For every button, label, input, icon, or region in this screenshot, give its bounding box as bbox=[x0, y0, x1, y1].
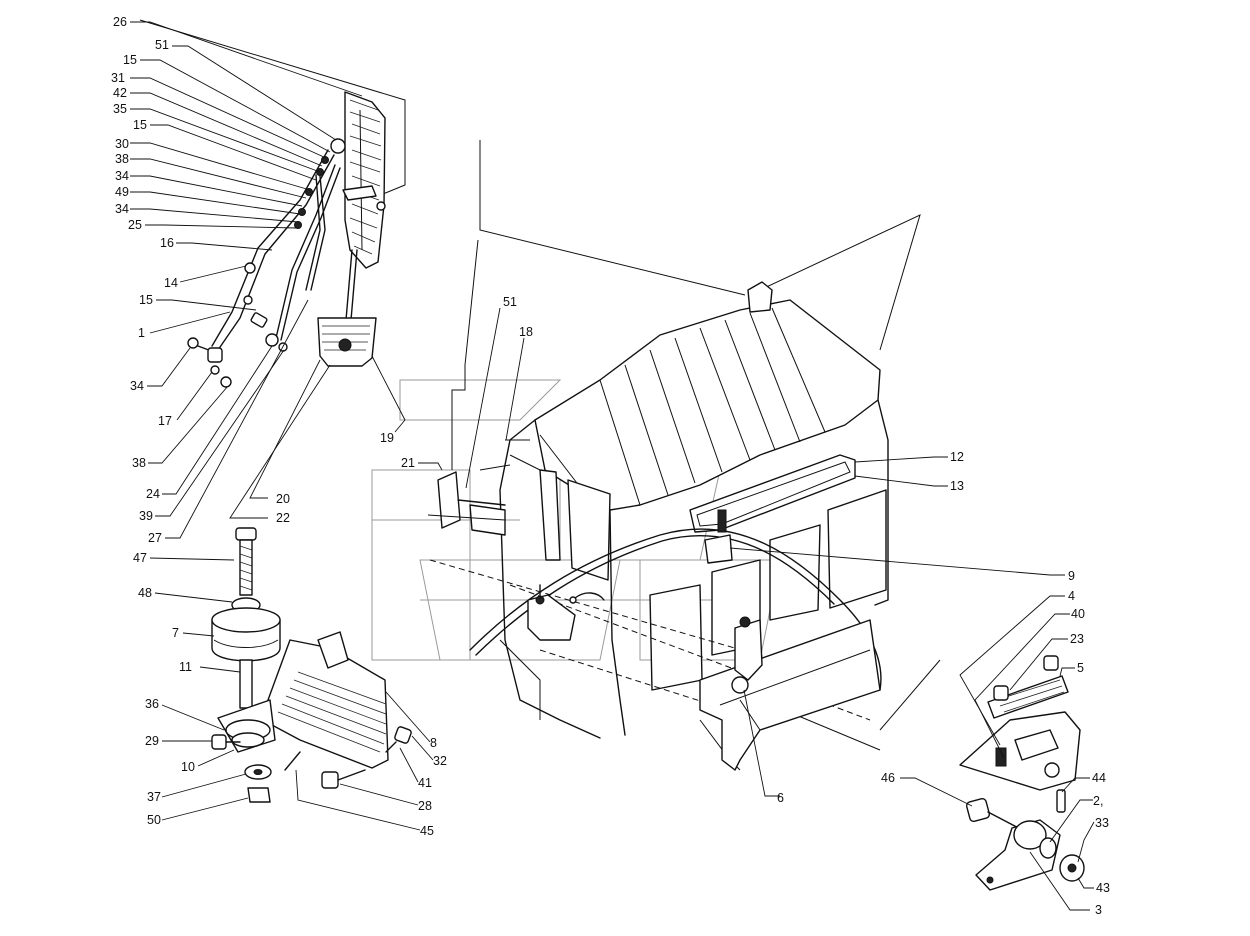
callout-2: 2, bbox=[1093, 794, 1103, 808]
callout-15: 15 bbox=[139, 293, 153, 307]
truck-cab bbox=[427, 281, 889, 771]
callout-42: 42 bbox=[113, 86, 127, 100]
callout-21: 21 bbox=[401, 456, 415, 470]
callout-6: 6 bbox=[777, 791, 784, 805]
mirror-assembly bbox=[187, 91, 386, 388]
callout-33: 33 bbox=[1095, 816, 1109, 830]
callout-12: 12 bbox=[950, 450, 964, 464]
rear-cab-support bbox=[959, 655, 1085, 891]
callout-9: 9 bbox=[1068, 569, 1075, 583]
callout-50: 50 bbox=[147, 813, 161, 827]
callout-15: 15 bbox=[123, 53, 137, 67]
callout-26: 26 bbox=[113, 15, 127, 29]
callout-37: 37 bbox=[147, 790, 161, 804]
callout-5: 5 bbox=[1077, 661, 1084, 675]
callout-22: 22 bbox=[276, 511, 290, 525]
callout-41: 41 bbox=[418, 776, 432, 790]
callout-27: 27 bbox=[148, 531, 162, 545]
callout-16: 16 bbox=[160, 236, 174, 250]
callout-34: 34 bbox=[115, 202, 129, 216]
callout-15: 15 bbox=[133, 118, 147, 132]
callout-17: 17 bbox=[158, 414, 172, 428]
callout-24: 24 bbox=[146, 487, 160, 501]
callout-45: 45 bbox=[420, 824, 434, 838]
callout-40: 40 bbox=[1071, 607, 1085, 621]
callout-38: 38 bbox=[132, 456, 146, 470]
callout-39: 39 bbox=[139, 509, 153, 523]
callout-28: 28 bbox=[418, 799, 432, 813]
callout-14: 14 bbox=[164, 276, 178, 290]
callout-31: 31 bbox=[111, 71, 125, 85]
callout-leaders bbox=[130, 21, 1095, 911]
callout-36: 36 bbox=[145, 697, 159, 711]
callout-35: 35 bbox=[113, 102, 127, 116]
callout-48: 48 bbox=[138, 586, 152, 600]
callout-8: 8 bbox=[430, 736, 437, 750]
callout-10: 10 bbox=[181, 760, 195, 774]
callout-34: 34 bbox=[115, 169, 129, 183]
callout-29: 29 bbox=[145, 734, 159, 748]
callout-19: 19 bbox=[380, 431, 394, 445]
callout-46: 46 bbox=[881, 771, 895, 785]
callout-23: 23 bbox=[1070, 632, 1084, 646]
callout-43: 43 bbox=[1096, 881, 1110, 895]
callout-47: 47 bbox=[133, 551, 147, 565]
callout-51: 51 bbox=[155, 38, 169, 52]
callout-49: 49 bbox=[115, 185, 129, 199]
callout-7: 7 bbox=[172, 626, 179, 640]
callout-20: 20 bbox=[276, 492, 290, 506]
callout-38: 38 bbox=[115, 152, 129, 166]
callout-labels: 26 51 15 31 42 35 15 30 38 34 49 34 25 1… bbox=[111, 15, 1110, 917]
front-cab-support bbox=[211, 527, 412, 803]
callout-1: 1 bbox=[138, 326, 145, 340]
callout-18: 18 bbox=[519, 325, 533, 339]
callout-3: 3 bbox=[1095, 903, 1102, 917]
callout-32: 32 bbox=[433, 754, 447, 768]
callout-13: 13 bbox=[950, 479, 964, 493]
callout-4: 4 bbox=[1068, 589, 1075, 603]
callout-30: 30 bbox=[115, 137, 129, 151]
callout-34: 34 bbox=[130, 379, 144, 393]
callout-11: 11 bbox=[179, 660, 192, 674]
callout-44: 44 bbox=[1092, 771, 1106, 785]
callout-51: 51 bbox=[503, 295, 517, 309]
callout-25: 25 bbox=[128, 218, 142, 232]
